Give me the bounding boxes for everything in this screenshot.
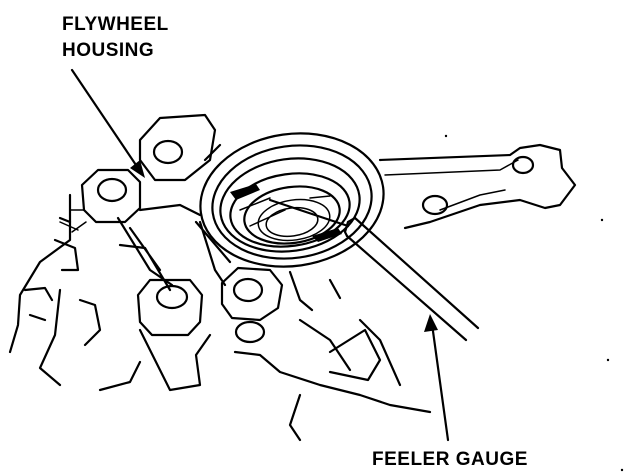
crankshaft-seal-housing — [199, 132, 385, 268]
flywheel-housing-leader — [70, 68, 145, 178]
print-specks — [444, 134, 624, 472]
upper-left-boss — [138, 113, 217, 182]
flywheel-housing-label-line2: HOUSING — [62, 40, 155, 61]
flywheel-housing-label-line1: FLYWHEEL — [62, 14, 169, 35]
block-ribs — [116, 143, 402, 387]
feeler-gauge-label: FEELER GAUGE — [372, 449, 528, 470]
left-boss — [59, 168, 142, 233]
right-flange-hole — [421, 155, 535, 216]
feeler-gauge-blade — [268, 198, 480, 342]
feeler-gauge-leader — [424, 314, 450, 442]
engine-block-outline — [8, 193, 432, 442]
flange-inner-edge — [384, 159, 519, 211]
left-block-edges — [23, 216, 102, 347]
center-boss — [220, 266, 284, 344]
oil-seal — [229, 172, 351, 248]
flange-top-edge — [378, 143, 577, 230]
flywheel-housing-label: FLYWHEEL HOUSING — [62, 12, 169, 64]
